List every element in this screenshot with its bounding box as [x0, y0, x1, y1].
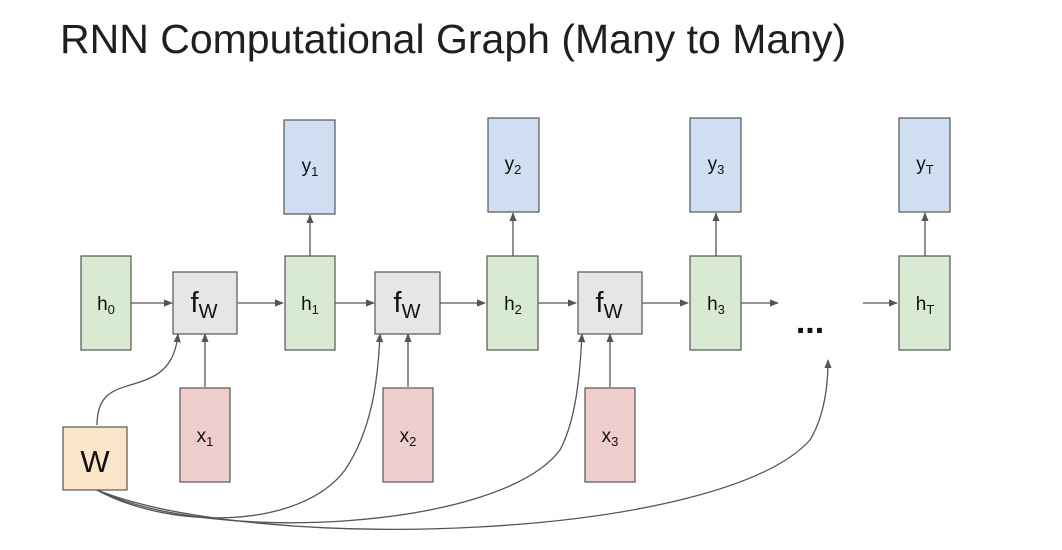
svg-text:y3: y3 — [708, 154, 725, 177]
svg-text:fW: fW — [191, 287, 218, 323]
svg-text:h2: h2 — [504, 294, 522, 317]
node-h1-label: h — [301, 294, 312, 315]
node-f3: fW — [577, 271, 643, 335]
node-h1: h1 — [284, 255, 336, 351]
edges — [96, 212, 929, 530]
node-h3-sub: 3 — [718, 302, 725, 317]
node-x2: x2 — [382, 387, 434, 483]
edge-W-f2 — [96, 333, 384, 519]
edge-W-f1 — [96, 333, 181, 426]
svg-text:x2: x2 — [400, 426, 417, 449]
node-h3: h3 — [689, 255, 742, 351]
node-yT-label: y — [916, 154, 926, 175]
diagram-title: RNN Computational Graph (Many to Many) — [60, 16, 847, 62]
edge-W-ellipsis — [96, 359, 832, 530]
node-f1-sub: W — [199, 301, 218, 323]
svg-text:y1: y1 — [302, 156, 319, 179]
node-x1: x1 — [179, 387, 231, 483]
node-h2-sub: 2 — [515, 302, 522, 317]
node-f2-label: f — [394, 287, 403, 319]
node-f1: fW — [172, 271, 238, 335]
node-y2: y2 — [487, 117, 540, 213]
ellipsis: ... — [796, 303, 824, 341]
svg-text:h3: h3 — [707, 294, 725, 317]
node-h0: h0 — [80, 255, 132, 351]
node-x1-label: x — [197, 426, 207, 447]
node-y3: y3 — [689, 117, 742, 213]
node-h0-sub: 0 — [108, 302, 115, 317]
node-y2-label: y — [505, 154, 515, 175]
node-y3-sub: 3 — [717, 162, 724, 177]
node-hT-label: h — [916, 294, 927, 315]
svg-text:y2: y2 — [505, 154, 522, 177]
edge-W-f3 — [96, 333, 586, 524]
svg-text:fW: fW — [596, 287, 623, 323]
svg-text:fW: fW — [394, 287, 421, 323]
node-yT: yT — [898, 117, 951, 213]
node-y1-sub: 1 — [311, 164, 318, 179]
node-x3-label: x — [602, 426, 612, 447]
node-yT-sub: T — [926, 162, 934, 177]
node-f2: fW — [374, 271, 441, 335]
svg-text:hT: hT — [916, 294, 935, 317]
node-h2: h2 — [486, 255, 539, 351]
svg-text:h0: h0 — [97, 294, 115, 317]
node-h1-sub: 1 — [312, 302, 319, 317]
svg-text:yT: yT — [916, 154, 934, 177]
node-y2-sub: 2 — [514, 162, 521, 177]
node-h0-label: h — [97, 294, 108, 315]
node-x1-sub: 1 — [206, 434, 213, 449]
node-W: W — [62, 426, 128, 491]
node-f3-label: f — [596, 287, 605, 319]
node-y1: y1 — [283, 119, 336, 215]
svg-text:x1: x1 — [197, 426, 214, 449]
node-x2-label: x — [400, 426, 410, 447]
nodes: h0 h1 h2 h3 hT y1 y2 y3 — [62, 117, 951, 491]
node-f3-sub: W — [604, 301, 623, 323]
node-hT: hT — [898, 255, 951, 351]
node-x3: x3 — [584, 387, 636, 483]
node-W-label: W — [80, 444, 110, 479]
node-y1-label: y — [302, 156, 312, 177]
node-h2-label: h — [504, 294, 515, 315]
node-f2-sub: W — [402, 301, 421, 323]
svg-text:x3: x3 — [602, 426, 619, 449]
svg-text:h1: h1 — [301, 294, 319, 317]
node-h3-label: h — [707, 294, 718, 315]
node-hT-sub: T — [926, 302, 934, 317]
node-x3-sub: 3 — [611, 434, 618, 449]
node-y3-label: y — [708, 154, 718, 175]
node-f1-label: f — [191, 287, 200, 319]
node-x2-sub: 2 — [409, 434, 416, 449]
